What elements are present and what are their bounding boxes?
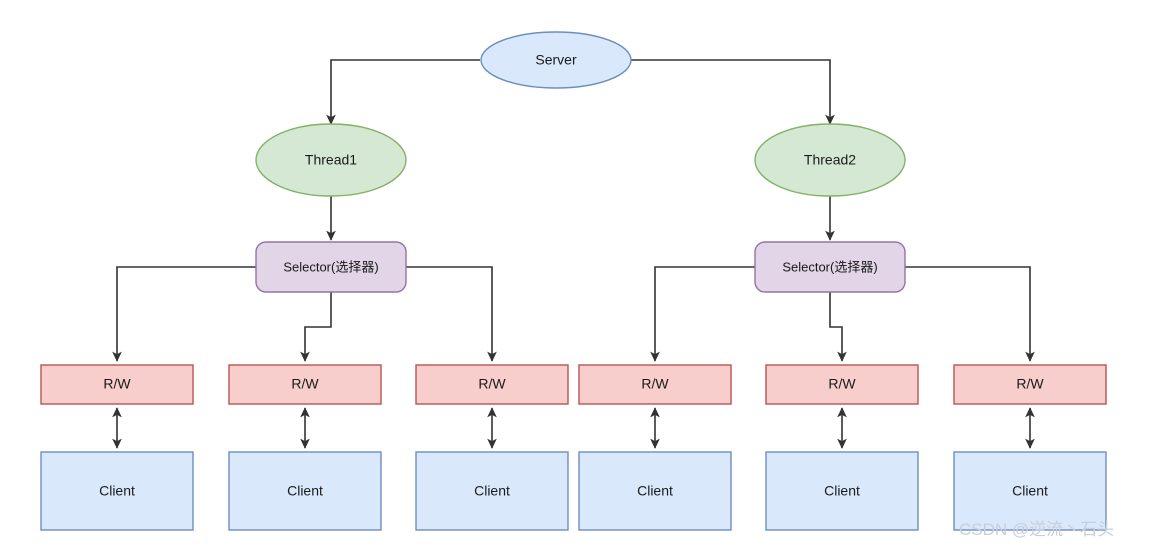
edge-selector2-to-rw5 [829,292,847,362]
node-client-2[interactable]: Client [228,451,382,531]
node-rw-3[interactable]: R/W [415,364,569,405]
node-client-5[interactable]: Client [765,451,919,531]
thread2-ellipse[interactable] [754,123,906,197]
node-rw-1[interactable]: R/W [40,364,194,405]
node-selector1[interactable]: Selector(选择器) [255,241,407,293]
node-rw-4[interactable]: R/W [578,364,732,405]
thread1-ellipse[interactable] [255,123,407,197]
selector2-box[interactable] [754,241,906,293]
edge-selector2-to-rw6 [905,266,1035,362]
client1-box[interactable] [40,451,194,531]
node-selector2[interactable]: Selector(选择器) [754,241,906,293]
node-client-3[interactable]: Client [415,451,569,531]
rw2-box[interactable] [228,364,382,405]
edge-selector1-to-rw3 [406,266,497,362]
node-client-4[interactable]: Client [578,451,732,531]
rw3-box[interactable] [415,364,569,405]
client3-box[interactable] [415,451,569,531]
node-server[interactable]: Server [480,31,632,89]
node-client-6[interactable]: Client [953,451,1107,531]
edge-selector1-to-rw1 [112,266,256,362]
edge-server-to-thread2 [631,59,835,125]
client4-box[interactable] [578,451,732,531]
rw6-box[interactable] [953,364,1107,405]
selector1-box[interactable] [255,241,407,293]
node-rw-6[interactable]: R/W [953,364,1107,405]
client5-box[interactable] [765,451,919,531]
rw5-box[interactable] [765,364,919,405]
rw1-box[interactable] [40,364,194,405]
rw4-box[interactable] [578,364,732,405]
edge-server-to-thread1 [326,59,480,125]
client6-box[interactable] [953,451,1107,531]
node-thread1[interactable]: Thread1 [255,123,407,197]
node-thread2[interactable]: Thread2 [754,123,906,197]
server-ellipse[interactable] [480,31,632,89]
csdn-watermark: CSDN @逆流丶石头 [959,520,1114,539]
client2-box[interactable] [228,451,382,531]
edge-selector2-to-rw4 [650,266,755,362]
node-rw-2[interactable]: R/W [228,364,382,405]
edge-selector1-to-rw2 [300,292,332,362]
node-client-1[interactable]: Client [40,451,194,531]
node-rw-5[interactable]: R/W [765,364,919,405]
